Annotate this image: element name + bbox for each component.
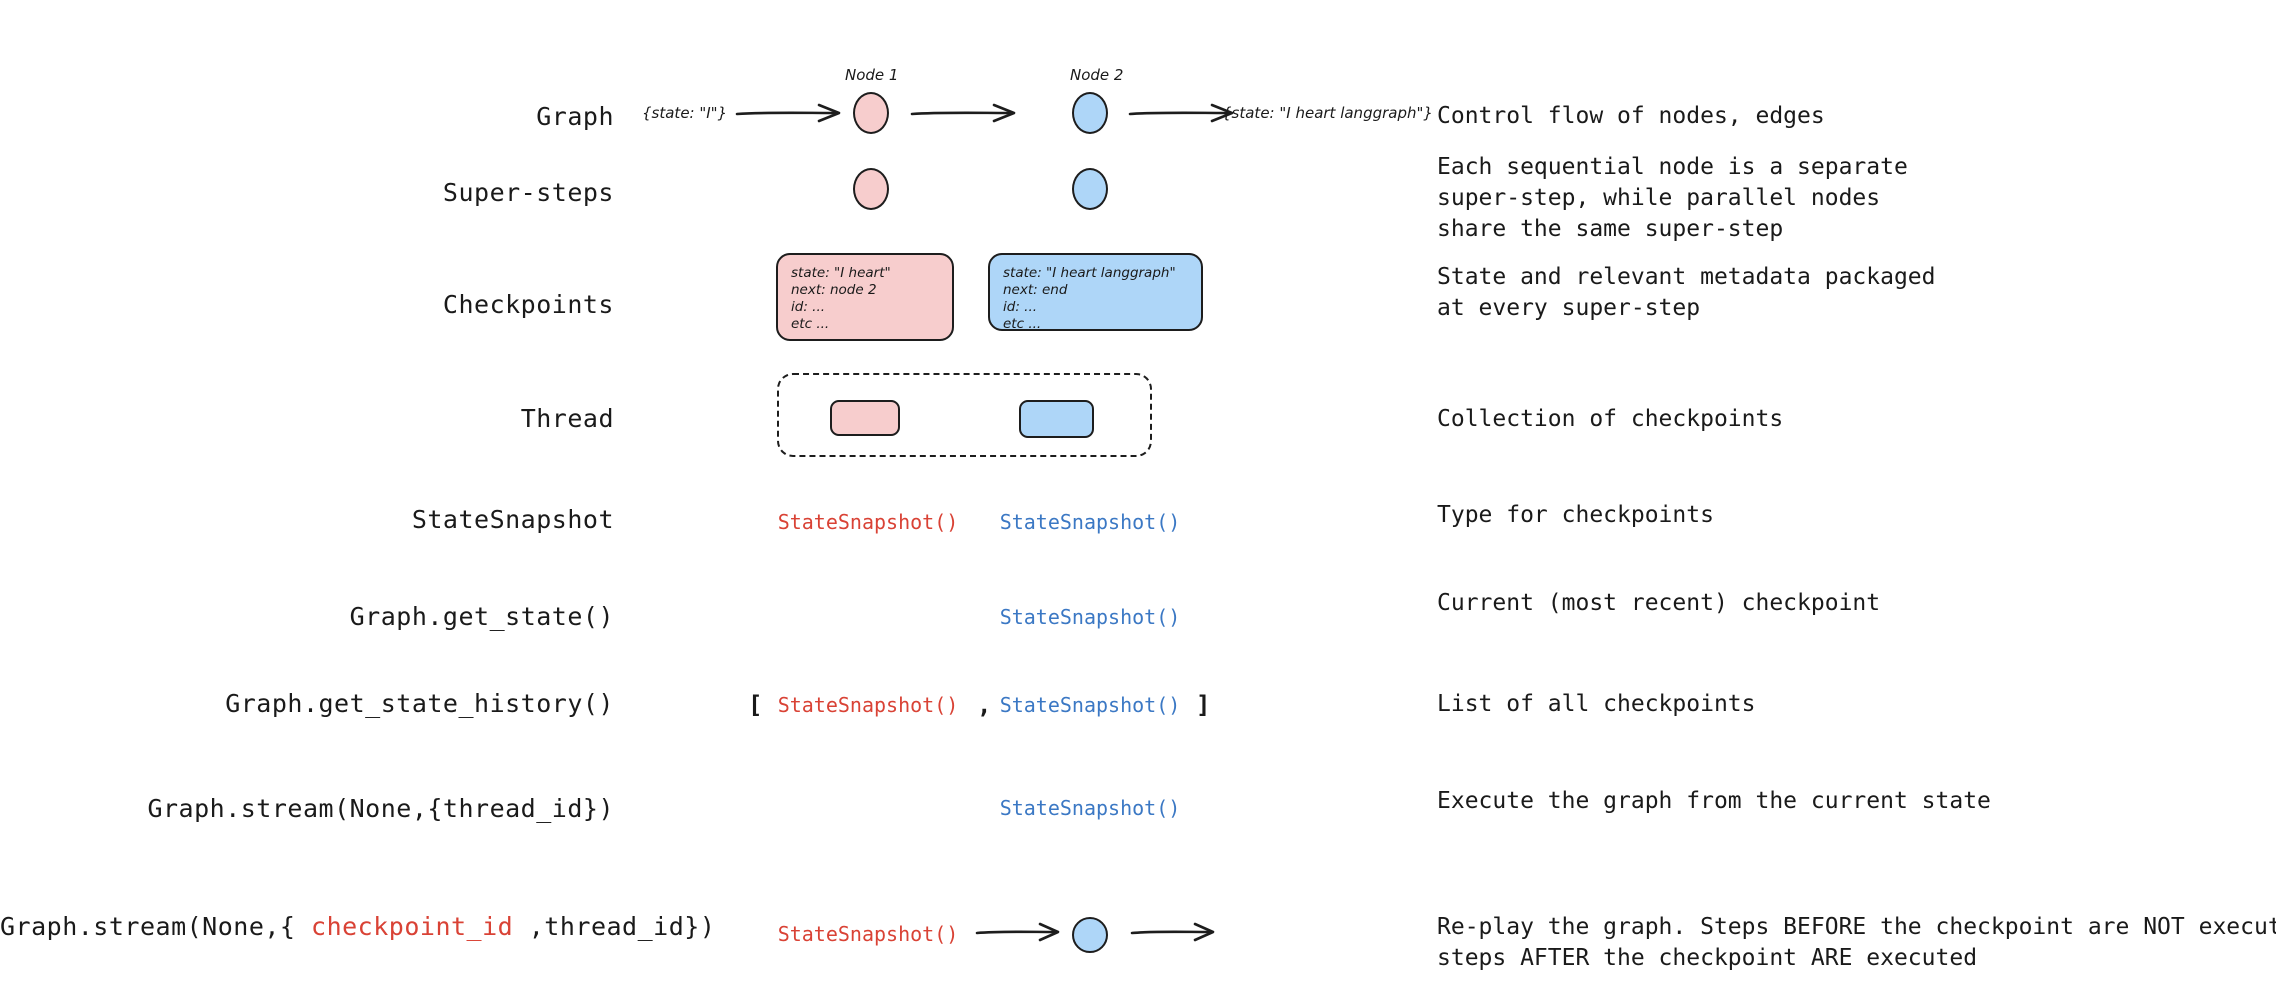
checkpoint2-id: id: ...: [1003, 299, 1038, 315]
row-label-super-steps: Super-steps: [442, 178, 614, 207]
edge-arrow-start-to-node1: [735, 103, 841, 123]
description-get-state-history: List of all checkpoints: [1437, 691, 1756, 717]
graph-node-1: [853, 92, 889, 134]
snapshot-token-get-state: StateSnapshot(): [999, 605, 1181, 629]
thread-checkpoint-1: [830, 400, 900, 436]
edge-arrow-node1-to-node2: [910, 103, 1016, 123]
snapshot-token-stream-thread: StateSnapshot(): [999, 796, 1181, 820]
row-label-checkpoints: Checkpoints: [442, 290, 614, 319]
description-graph: Control flow of nodes, edges: [1437, 103, 1825, 129]
checkpoint1-id: id: ...: [791, 299, 826, 315]
description-thread: Collection of checkpoints: [1437, 406, 1784, 432]
checkpoint2-etc: etc ...: [1003, 316, 1042, 332]
stream-suffix: ,thread_id}): [513, 912, 716, 941]
description-checkpoints: State and relevant metadata packaged at …: [1437, 264, 1936, 321]
list-close-bracket: ]: [1196, 691, 1211, 719]
replay-node-2: [1072, 917, 1108, 953]
row-label-stream-thread: Graph.stream(None,{thread_id}): [147, 794, 614, 823]
description-statesnapshot: Type for checkpoints: [1437, 502, 1714, 528]
output-state-annotation: {state: "I heart langgraph"}: [1222, 104, 1433, 122]
checkpoint-card-node2: state: "I heart langgraph" next: end id:…: [988, 253, 1203, 332]
snapshot-token-history-1: StateSnapshot(): [777, 693, 959, 717]
description-stream-thread: Execute the graph from the current state: [1437, 788, 1991, 814]
checkpoint2-state: state: "I heart langgraph": [1003, 265, 1176, 281]
input-state-annotation: {state: "I"}: [642, 104, 728, 122]
snapshot-token-node1: StateSnapshot(): [777, 510, 959, 534]
row-label-get-state: Graph.get_state(): [349, 602, 614, 631]
row-label-stream-checkpoint: Graph.stream(None,{ checkpoint_id ,threa…: [0, 912, 715, 941]
node1-caption: Node 1: [845, 66, 899, 84]
row-label-statesnapshot: StateSnapshot: [411, 505, 614, 534]
snapshot-token-history-2: StateSnapshot(): [999, 693, 1181, 717]
edge-arrow-node2-to-end: [1128, 103, 1234, 123]
superstep-node-2: [1072, 168, 1108, 210]
snapshot-token-node2: StateSnapshot(): [999, 510, 1181, 534]
superstep-node-1: [853, 168, 889, 210]
description-get-state: Current (most recent) checkpoint: [1437, 590, 1881, 616]
node2-caption: Node 2: [1070, 66, 1124, 84]
replay-arrow-node-to-end: [1130, 922, 1215, 942]
checkpoint2-next: next: end: [1003, 282, 1068, 298]
checkpoint1-next: next: node 2: [791, 282, 877, 298]
checkpoint-card-node1: state: "I heart" next: node 2 id: ... et…: [776, 253, 954, 341]
checkpoint1-etc: etc ...: [791, 316, 830, 332]
graph-node-2: [1072, 92, 1108, 134]
row-label-get-state-history: Graph.get_state_history(): [225, 689, 614, 718]
snapshot-token-replay: StateSnapshot(): [777, 922, 959, 946]
list-comma: ,: [977, 691, 992, 719]
checkpoint-id-keyword: checkpoint_id: [311, 912, 514, 941]
description-super-steps: Each sequential node is a separate super…: [1437, 154, 1908, 242]
description-stream-checkpoint: Re-play the graph. Steps BEFORE the chec…: [1437, 914, 2276, 971]
row-label-thread: Thread: [520, 404, 614, 433]
list-open-bracket: [: [748, 691, 763, 719]
thread-checkpoint-2: [1019, 400, 1094, 438]
checkpoint1-state: state: "I heart": [791, 265, 891, 281]
thread-group-box: [777, 373, 1152, 457]
row-label-graph: Graph: [536, 102, 614, 131]
replay-arrow-snapshot-to-node: [975, 922, 1060, 942]
stream-prefix: Graph.stream(None,{: [0, 912, 312, 941]
